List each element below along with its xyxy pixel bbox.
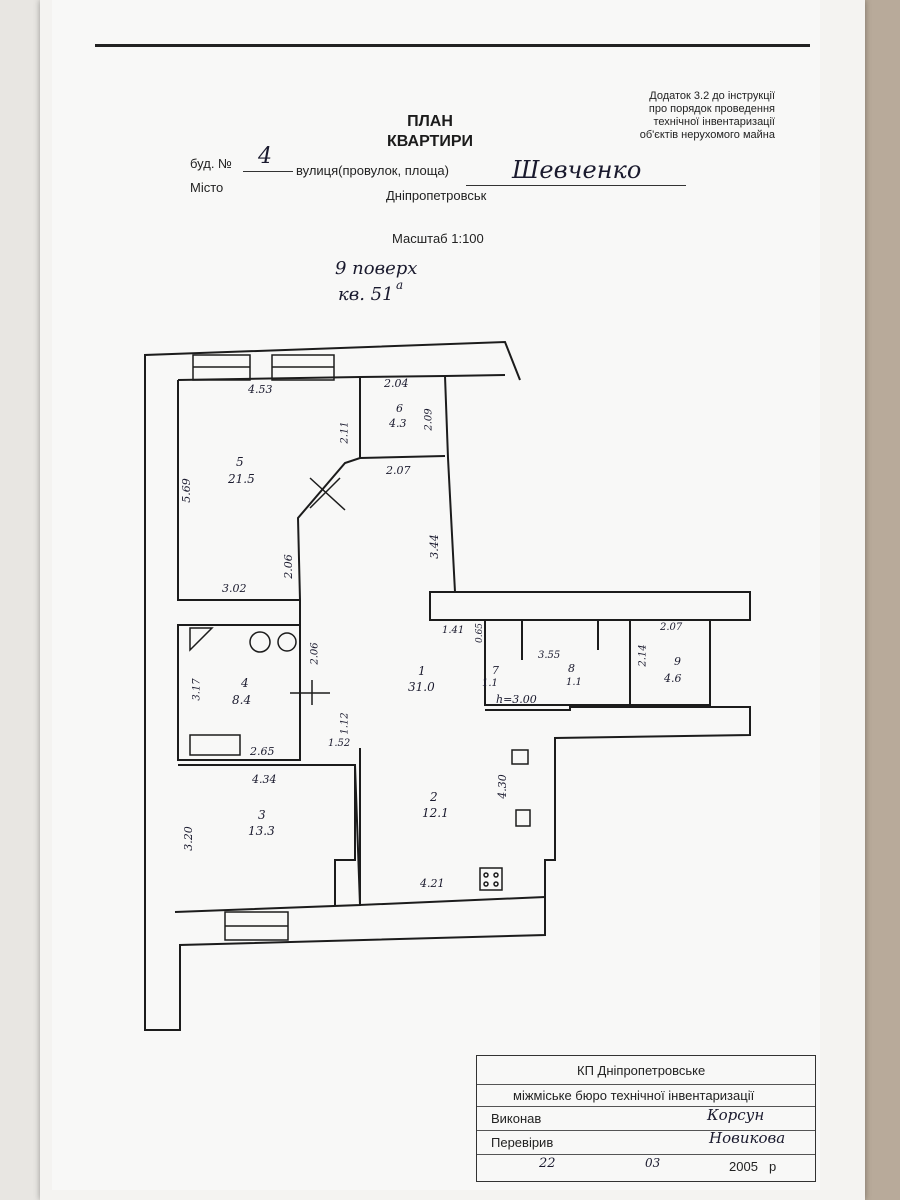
dim-2-09: 2.09	[423, 408, 435, 431]
dim-2-06-a: 2.06	[281, 554, 295, 579]
room-7-area: 1.1	[482, 678, 498, 689]
wall-top-inner	[177, 374, 506, 381]
bathtub	[189, 734, 241, 756]
wall-right-room6	[444, 375, 456, 593]
room-6-number: 6	[396, 402, 403, 415]
dim-3-20: 3.20	[181, 826, 195, 851]
annex-line: Додаток 3.2 до інструкції	[649, 90, 775, 102]
wall-kitchen	[359, 748, 546, 907]
room-6-area: 4.3	[389, 417, 407, 430]
dim-1-12: 1.12	[339, 712, 351, 735]
wall-room3	[174, 764, 362, 913]
date-year-suffix: р	[769, 1159, 777, 1174]
wall-storage	[484, 620, 711, 706]
dim-4-30: 4.30	[495, 774, 509, 799]
room-5-area: 21.5	[228, 472, 255, 486]
kitchen-riser	[515, 809, 531, 827]
room-4-area: 8.4	[232, 693, 252, 707]
room-8-number: 8	[568, 662, 575, 675]
room-7-number: 7	[492, 664, 499, 677]
checked-name: Новикова	[709, 1129, 786, 1147]
building-number: 4	[258, 144, 272, 169]
room-9-number: 9	[674, 655, 681, 668]
dim-5-69: 5.69	[179, 478, 193, 503]
dim-2-11: 2.11	[339, 421, 351, 444]
room-5-number: 5	[236, 455, 244, 469]
door-swing	[309, 477, 346, 511]
kitchen-vent	[511, 749, 529, 765]
annex-line: про порядок проведення	[648, 103, 775, 115]
wall-diagonal	[296, 455, 446, 601]
building-label: буд. №	[190, 156, 232, 171]
org-line2: міжміське бюро технічної інвентаризації	[513, 1088, 755, 1103]
annex-line: технічної інвентаризації	[653, 116, 775, 128]
room-1-number: 1	[418, 664, 426, 678]
room-9-area: 4.6	[664, 672, 682, 685]
street-underline	[466, 185, 686, 186]
dim-3-55: 3.55	[538, 650, 561, 661]
dim-4-34: 4.34	[252, 773, 277, 786]
background-right	[860, 0, 900, 1200]
street-value: Шевченко	[512, 156, 642, 184]
city-label: Місто	[190, 180, 224, 195]
room-3-area: 13.3	[248, 824, 275, 838]
date-month: 03	[645, 1156, 661, 1170]
stove	[479, 867, 503, 891]
dim-4-21: 4.21	[420, 877, 445, 890]
outer-wall	[144, 340, 751, 1031]
document-title: ПЛАН КВАРТИРИ	[387, 113, 473, 150]
org-line1: КП Дніпропетровське	[577, 1063, 706, 1078]
scale-label: Масштаб 1:100	[392, 231, 484, 246]
dim-3-17: 3.17	[191, 678, 203, 701]
dim-2-65: 2.65	[250, 745, 275, 758]
annex-line: об'єктів нерухомого майна	[639, 129, 775, 141]
performed-name: Корсун	[707, 1106, 765, 1124]
wall-bath	[177, 600, 301, 761]
dim-1-41: 1.41	[442, 625, 465, 636]
performed-label: Виконав	[491, 1111, 542, 1126]
room-2-number: 2	[430, 790, 438, 804]
date-day: 22	[539, 1156, 556, 1171]
apartment-suffix: а	[396, 278, 404, 292]
sink	[249, 631, 271, 653]
wall-room5	[177, 380, 300, 601]
dim-2-04: 2.04	[384, 377, 409, 390]
dim-2-07-a: 2.07	[386, 464, 411, 477]
wall-room3-right	[334, 765, 356, 905]
dim-2-06-b: 2.06	[309, 642, 321, 665]
room-8-area: 1.1	[566, 677, 582, 688]
title-block: КП Дніпропетровське міжміське бюро техні…	[476, 1055, 816, 1182]
building-underline	[243, 171, 293, 172]
dim-2-14: 2.14	[637, 644, 649, 667]
checked-label: Перевірив	[491, 1135, 554, 1150]
room-4-number: 4	[241, 676, 249, 690]
room-2-area: 12.1	[422, 806, 449, 820]
dim-3-44: 3.44	[427, 534, 441, 559]
toilet	[277, 632, 297, 652]
date-year: 2005	[729, 1159, 758, 1174]
dim-4-53: 4.53	[248, 383, 273, 396]
ceiling-height: h=3.00	[496, 693, 537, 706]
dim-3-02: 3.02	[222, 582, 247, 595]
apartment-note: кв. 51	[338, 284, 394, 305]
dim-2-07-b: 2.07	[660, 622, 683, 633]
annex-note: Додаток 3.2 до інструкції про порядок пр…	[560, 90, 775, 142]
dim-1-52: 1.52	[328, 738, 351, 749]
shower-arc	[189, 627, 214, 652]
header-rule	[95, 44, 810, 47]
room-3-number: 3	[258, 808, 266, 822]
floor-note: 9 поверх	[335, 258, 418, 279]
street-label: вулиця(провулок, площа)	[296, 163, 449, 178]
city-value: Дніпропетровськ	[386, 188, 487, 203]
dim-0-65: 0.65	[475, 622, 486, 644]
corridor-wall	[429, 591, 751, 621]
room-1-area: 31.0	[408, 680, 435, 694]
